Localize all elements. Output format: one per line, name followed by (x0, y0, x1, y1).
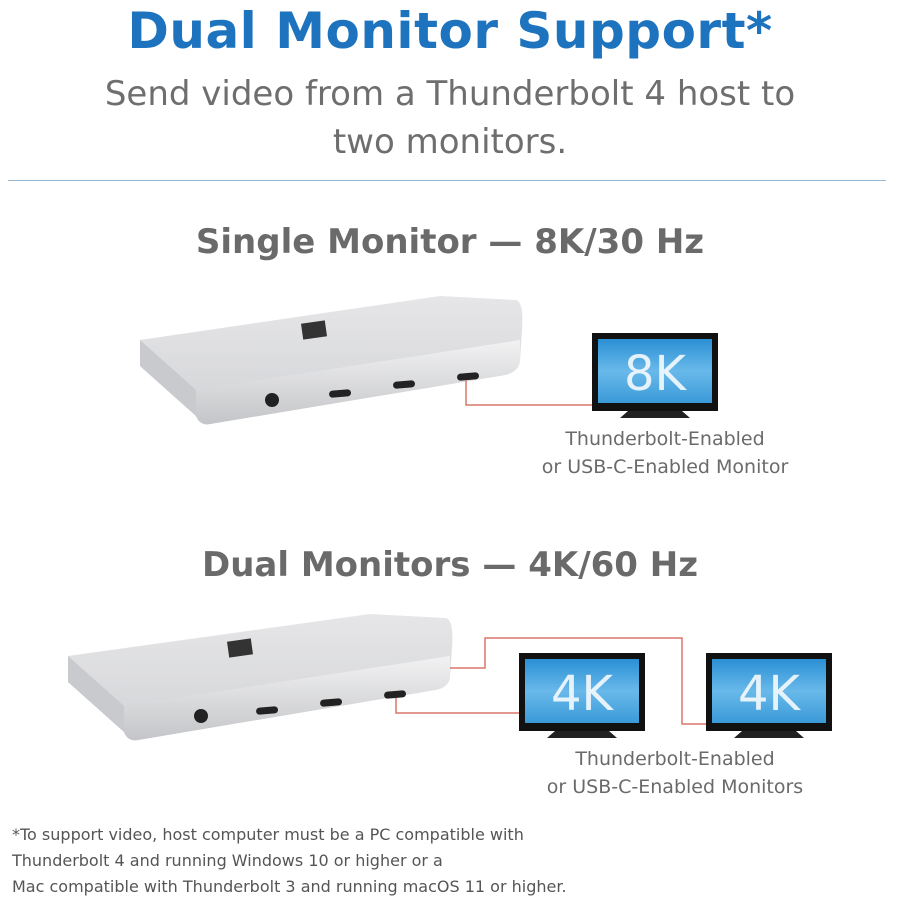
footnote-line: Thunderbolt 4 and running Windows 10 or … (12, 851, 443, 870)
dual-monitor-heading: Dual Monitors — 4K/60 Hz (201, 545, 699, 585)
brand-logo (227, 638, 253, 658)
usb-c-port (320, 698, 343, 707)
single-monitor-caption: Thunderbolt-Enabled or USB-C-Enabled Mon… (505, 425, 825, 481)
monitor-8k: 8K (592, 333, 718, 418)
page-title: Dual Monitor Support* (127, 2, 773, 60)
caption-line: Thunderbolt-Enabled (565, 428, 765, 450)
divider (8, 180, 886, 181)
dc-power-port (194, 709, 208, 723)
brand-logo (301, 320, 327, 340)
monitor-label: 4K (551, 666, 615, 722)
cable (450, 637, 707, 725)
dual-monitor-caption: Thunderbolt-Enabled or USB-C-Enabled Mon… (515, 745, 835, 801)
monitor-label: 8K (624, 346, 688, 402)
footnote: *To support video, host computer must be… (12, 822, 567, 900)
footnote-line: *To support video, host computer must be… (12, 825, 524, 844)
caption-line: Thunderbolt-Enabled (575, 748, 775, 770)
dock-dual (68, 614, 453, 741)
usb-c-port (384, 690, 407, 699)
usb-c-port (329, 389, 352, 398)
cable (395, 698, 521, 714)
subtitle-line: two monitors. (332, 122, 568, 162)
monitor-4k-1: 4K (519, 653, 645, 738)
caption-line: or USB-C-Enabled Monitor (541, 456, 789, 478)
subtitle: Send video from a Thunderbolt 4 host to … (0, 70, 900, 166)
dc-power-port (265, 393, 279, 407)
subtitle-line: Send video from a Thunderbolt 4 host to (104, 74, 796, 114)
single-monitor-heading: Single Monitor — 8K/30 Hz (195, 222, 705, 262)
caption-line: or USB-C-Enabled Monitors (546, 776, 804, 798)
usb-c-port (393, 380, 416, 389)
monitor-4k-2: 4K (706, 653, 832, 738)
monitor-label: 4K (738, 666, 802, 722)
usb-c-port (256, 706, 279, 715)
dock-single (140, 296, 523, 425)
usb-c-port (457, 372, 480, 381)
cable (465, 380, 594, 406)
footnote-line: Mac compatible with Thunderbolt 3 and ru… (12, 877, 567, 896)
